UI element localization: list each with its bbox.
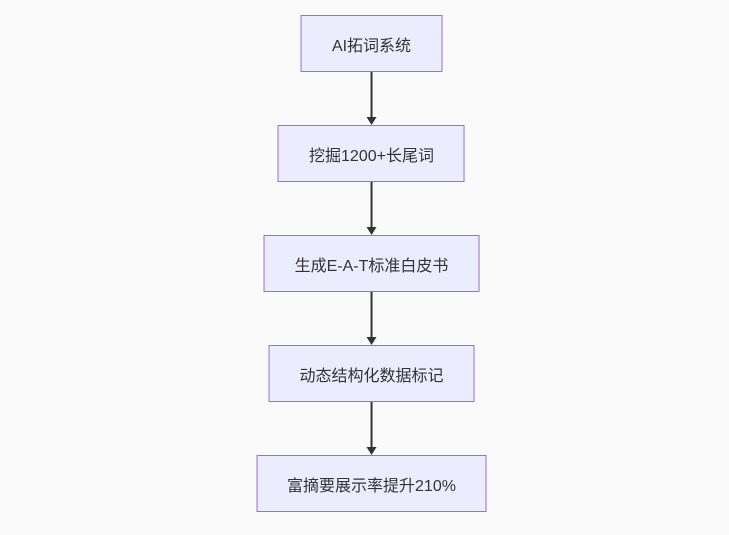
flow-node-label: 富摘要展示率提升210% [287, 477, 456, 495]
arrow-head-icon [366, 117, 377, 125]
arrow-down-icon [366, 72, 377, 125]
arrow-head-icon [366, 337, 377, 345]
flowchart: AI拓词系统 挖掘1200+长尾词 生成E-A-T标准白皮书 动态结构化数据标记 [256, 15, 487, 512]
arrow-head-icon [366, 447, 377, 455]
flow-node-eat-whitepaper: 生成E-A-T标准白皮书 [263, 235, 480, 292]
flow-node-structured-data-markup: 动态结构化数据标记 [268, 345, 475, 402]
flow-node-label: AI拓词系统 [331, 37, 412, 55]
arrow-line [370, 72, 373, 117]
flow-node-ai-keyword-system: AI拓词系统 [300, 15, 443, 72]
arrow-down-icon [366, 182, 377, 235]
arrow-head-icon [366, 227, 377, 235]
flow-node-label: 生成E-A-T标准白皮书 [294, 257, 449, 275]
arrow-line [370, 402, 373, 447]
flow-node-longtail-mining: 挖掘1200+长尾词 [278, 125, 465, 182]
arrow-line [370, 182, 373, 227]
arrow-down-icon [366, 402, 377, 455]
arrow-line [370, 292, 373, 337]
flow-node-rich-snippet-result: 富摘要展示率提升210% [256, 455, 487, 512]
arrow-down-icon [366, 292, 377, 345]
flow-node-label: 动态结构化数据标记 [299, 367, 444, 385]
flow-node-label: 挖掘1200+长尾词 [309, 147, 434, 165]
